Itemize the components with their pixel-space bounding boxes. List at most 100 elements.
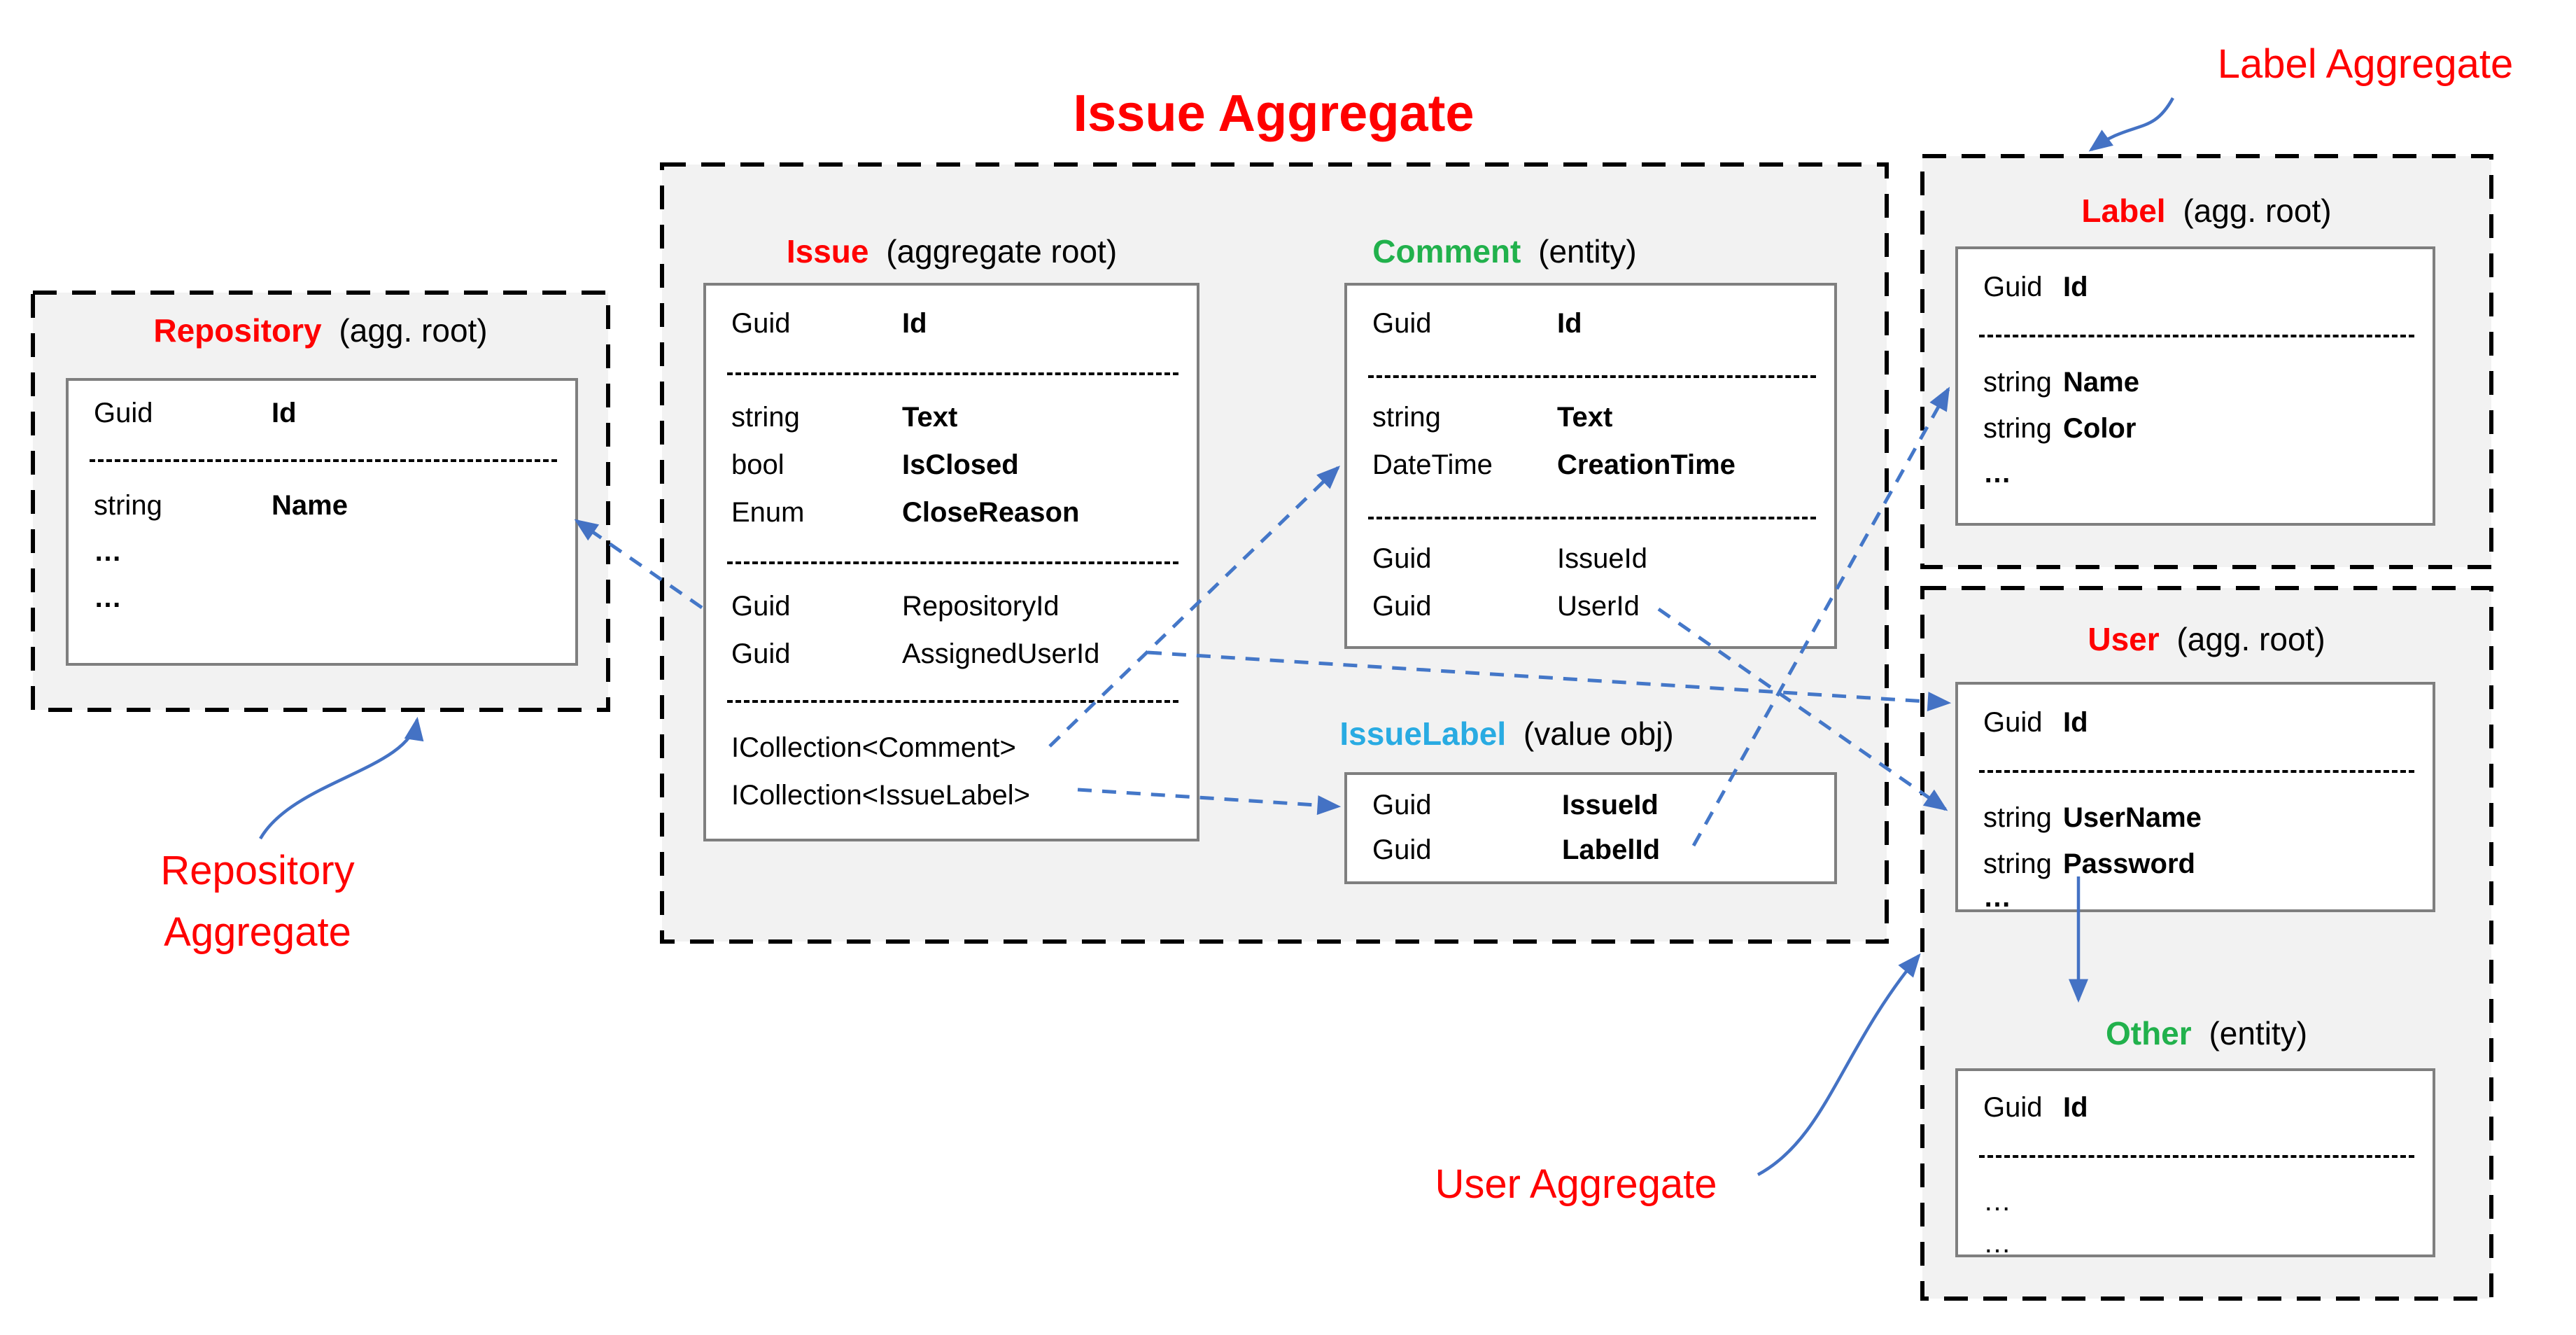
user-name: User (2088, 621, 2160, 657)
repository-box-title: Repository (agg. root) (153, 311, 487, 350)
user-aggregate-annotation: User Aggregate (1435, 1161, 1717, 1207)
comment-qualifier: (entity) (1538, 233, 1637, 270)
issue-name: Issue (786, 233, 869, 270)
field-row: Guid LabelId (1347, 833, 1834, 867)
field-row: Guid Id (1347, 307, 1834, 340)
issue-box-title: Issue (aggregate root) (787, 232, 1117, 271)
field-row: … (1958, 1226, 2433, 1260)
field-name: Id (902, 308, 927, 339)
field-row: … (1958, 1184, 2433, 1218)
diagram-title: Issue Aggregate (1073, 84, 1474, 142)
field-type: string (1983, 848, 2052, 879)
comment-box-title: Comment (entity) (1372, 232, 1637, 271)
field-type: string (94, 490, 162, 521)
field-name: CreationTime (1557, 449, 1736, 480)
repository-entity-box: Guid Id string Name … … (66, 378, 578, 666)
repository-aggregate-annotation-line1: Repository (160, 848, 355, 893)
repository-aggregate-annotation-line2: Aggregate (164, 909, 351, 955)
collection-row: ICollection<Comment> (731, 732, 1016, 763)
repository-qualifier: (agg. root) (339, 312, 488, 349)
collection-row: ICollection<IssueLabel> (731, 780, 1030, 811)
field-row: string UserName (1958, 801, 2433, 834)
field-type: Guid (94, 398, 153, 428)
field-separator (90, 459, 557, 462)
field-type: Guid (1372, 591, 1432, 622)
field-name: Name (2063, 367, 2139, 398)
field-row: string Text (706, 400, 1197, 434)
field-type: Guid (1983, 272, 2043, 302)
issue-entity-box: Guid Id string Text bool IsClosed Enum C… (703, 283, 1199, 841)
field-name: Id (1557, 308, 1582, 339)
field-name: UserName (2063, 802, 2202, 833)
field-type: Guid (1983, 707, 2043, 738)
field-row: ICollection<Comment> (706, 731, 1197, 764)
field-row: Guid Id (1958, 1091, 2433, 1124)
field-type: Guid (731, 638, 791, 669)
field-row: string Text (1347, 400, 1834, 434)
field-type: string (1983, 367, 2052, 398)
field-name: LabelId (1562, 834, 1661, 865)
label-aggregate-annotation: Label Aggregate (2217, 41, 2514, 87)
comment-name: Comment (1372, 233, 1521, 270)
field-separator (727, 561, 1178, 564)
repository-name: Repository (153, 312, 322, 349)
repository-aggregate-annotation: Repository Aggregate (160, 840, 354, 963)
field-separator (1368, 375, 1816, 378)
field-type: Guid (1372, 834, 1432, 865)
user-entity-box: Guid Id string UserName string Password … (1955, 682, 2435, 913)
field-type: Guid (1372, 790, 1432, 820)
field-type: Guid (731, 591, 791, 622)
field-row: Guid UserId (1347, 589, 1834, 623)
comment-entity-box: Guid Id string Text DateTime CreationTim… (1344, 283, 1837, 649)
ellipsis-row: … (1983, 1186, 2011, 1217)
field-row: Enum CloseReason (706, 496, 1197, 529)
field-name: Password (2063, 848, 2195, 879)
field-type: Guid (1372, 308, 1432, 339)
field-name: Text (902, 402, 958, 433)
field-type: Guid (1983, 1092, 2043, 1123)
field-row: string Name (1958, 365, 2433, 399)
field-type: string (1983, 802, 2052, 833)
field-row: string Color (1958, 412, 2433, 445)
label-entity-box: Guid Id string Name string Color … (1955, 246, 2435, 526)
field-type: string (1983, 413, 2052, 444)
label-name: Label (2081, 193, 2166, 229)
field-name: Name (272, 490, 348, 521)
user-qualifier: (agg. root) (2176, 621, 2325, 657)
field-type: Enum (731, 497, 805, 528)
field-row: … (69, 581, 575, 615)
field-type: bool (731, 449, 784, 480)
field-separator (727, 700, 1178, 703)
issuelabel-name: IssueLabel (1339, 715, 1507, 752)
field-name: IssueId (1557, 543, 1647, 574)
field-separator (1979, 335, 2414, 337)
field-row: Guid Id (706, 307, 1197, 340)
field-type: Guid (731, 308, 791, 339)
field-name: IssueId (1562, 790, 1659, 820)
field-name: Id (272, 398, 297, 428)
ellipsis-row: … (1983, 458, 2011, 489)
field-type: string (731, 402, 800, 433)
other-qualifier: (entity) (2209, 1015, 2308, 1051)
field-separator (1368, 517, 1816, 519)
label-box-title: Label (agg. root) (2081, 191, 2331, 230)
ellipsis-row: … (1983, 882, 2011, 913)
ellipsis-row: … (94, 536, 122, 567)
field-separator (1979, 770, 2414, 773)
field-name: CloseReason (902, 497, 1080, 528)
field-row: Guid Id (1958, 270, 2433, 304)
other-box-title: Other (entity) (2106, 1014, 2307, 1053)
field-row: bool IsClosed (706, 448, 1197, 482)
field-name: Id (2063, 707, 2088, 738)
field-row: Guid RepositoryId (706, 589, 1197, 623)
field-name: RepositoryId (902, 591, 1060, 622)
field-row: ICollection<IssueLabel> (706, 778, 1197, 812)
field-name: Id (2063, 272, 2088, 302)
field-row: string Password (1958, 847, 2433, 881)
field-name: Id (2063, 1092, 2088, 1123)
ellipsis-row: … (94, 582, 122, 613)
issuelabel-qualifier: (value obj) (1523, 715, 1674, 752)
field-name: IsClosed (902, 449, 1019, 480)
field-name: AssignedUserId (902, 638, 1100, 669)
